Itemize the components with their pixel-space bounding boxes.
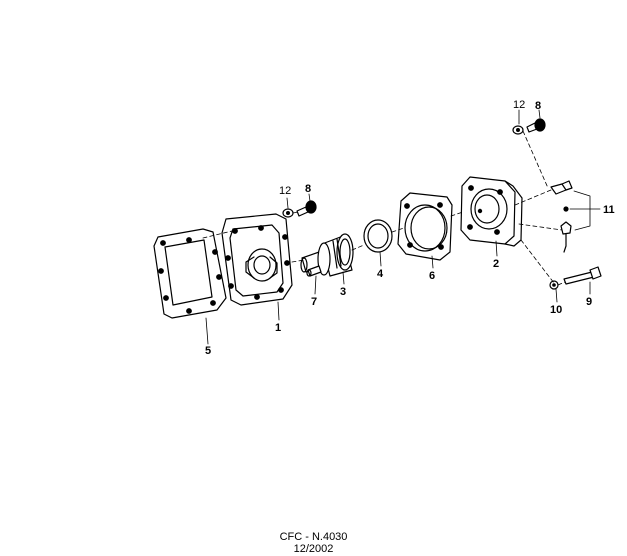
assembly-lines: [202, 130, 566, 286]
part-6-flange: [397, 192, 453, 261]
drawing-reference: CFC - N.4030: [279, 531, 348, 543]
callout-11: 11: [603, 204, 615, 216]
part-7-pin: [306, 265, 322, 277]
part-1-cover: [221, 213, 293, 306]
callout-2: 2: [493, 258, 500, 270]
callout-5: 5: [205, 345, 212, 357]
callout-6: 6: [429, 270, 436, 282]
callout-9: 9: [586, 296, 593, 308]
leader-lines: [205, 109, 601, 345]
drawing-date: 12/2002: [293, 543, 334, 555]
part-12-washer-right: [512, 125, 524, 135]
callout-7: 7: [311, 296, 318, 308]
part-8-bolt-left: [296, 200, 317, 217]
part-11-fitting: [550, 180, 573, 253]
part-10-washer: [549, 280, 559, 290]
part-5-gasket: [153, 228, 227, 319]
callout-8-left: 8: [305, 183, 312, 195]
callout-12-left: 12: [279, 185, 292, 197]
part-4-o-ring: [363, 219, 393, 253]
callout-10: 10: [550, 304, 563, 316]
part-9-bolt: [563, 266, 602, 285]
callout-8-right: 8: [535, 100, 542, 112]
part-2-housing: [460, 176, 523, 247]
callout-12-right: 12: [513, 99, 526, 111]
callout-1: 1: [275, 322, 282, 334]
callout-3: 3: [340, 286, 347, 298]
part-8-bolt-right: [526, 118, 546, 133]
part-3-piston: [300, 233, 354, 277]
part-12-washer-left: [282, 208, 294, 218]
callout-4: 4: [377, 268, 384, 280]
